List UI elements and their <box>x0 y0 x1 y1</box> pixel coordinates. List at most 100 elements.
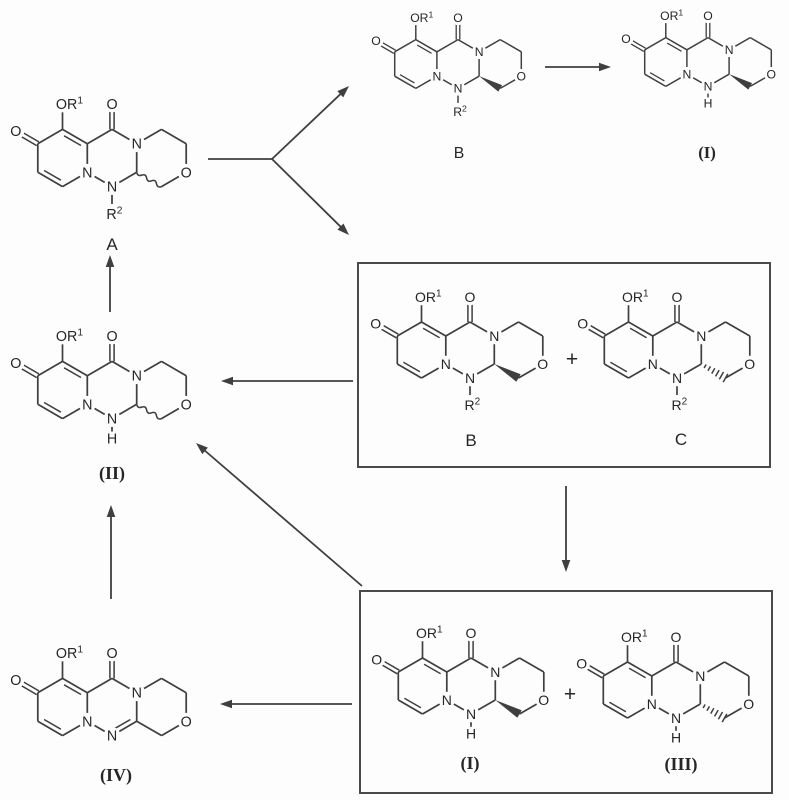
plus-sign-1: + <box>566 348 578 371</box>
atom-label-o: O <box>106 97 117 113</box>
atom-label-o: O <box>744 356 755 372</box>
r2-label: R2 <box>453 103 467 119</box>
atom-label-n: N <box>490 664 500 680</box>
r2-label: R2 <box>106 206 122 224</box>
atom-label-n: N <box>475 45 484 59</box>
atom-label-o: O <box>181 397 192 413</box>
atom-label-n: N <box>82 714 92 730</box>
atom-label-o: O <box>453 11 462 25</box>
stereo-bond-squiggle <box>135 404 162 420</box>
arrowhead-icon <box>599 62 611 72</box>
molecule-label-B-top: B <box>454 145 465 162</box>
atom-label-n: N <box>441 356 451 372</box>
arrow-box1-to-box2 <box>561 486 571 572</box>
atom-label-o: O <box>371 651 382 667</box>
atom-label-n: N <box>454 82 463 96</box>
atom-label-n: N <box>107 729 117 745</box>
atom-label-n: N <box>466 706 476 722</box>
atom-label-o: O <box>577 315 588 331</box>
atom-label-n: N <box>465 370 475 386</box>
molecule-label-III-boxed: (III) <box>664 754 697 775</box>
stereo-bond-wedge <box>494 364 521 382</box>
arrow-box2-to-II <box>196 443 363 587</box>
stereo-bond-squiggle <box>135 172 162 188</box>
atom-label-o: O <box>703 9 712 23</box>
arrowhead-icon <box>221 376 233 386</box>
arrowhead-icon <box>220 699 232 709</box>
product-box-1 <box>357 262 771 468</box>
nh-hydrogen-label: H <box>107 431 117 447</box>
atom-label-o: O <box>466 625 477 641</box>
stereo-bond-wedge <box>479 76 503 92</box>
stereo-bond-hash <box>703 364 729 383</box>
product-box-2 <box>359 590 773 794</box>
or1-label: OR1 <box>416 624 443 641</box>
atom-label-n: N <box>132 137 142 153</box>
atom-label-o: O <box>517 69 526 83</box>
atom-label-o: O <box>767 67 776 81</box>
arrowhead-icon <box>196 443 208 455</box>
atom-label-o: O <box>370 315 381 331</box>
atom-label-o: O <box>621 32 630 46</box>
arrowhead-icon <box>337 86 349 98</box>
atom-label-n: N <box>725 43 734 57</box>
atom-label-n: N <box>672 370 682 386</box>
atom-label-n: N <box>671 710 681 726</box>
molecule-label-I-boxed: (I) <box>461 753 480 774</box>
molecule-label-I-top: (I) <box>698 143 716 162</box>
atom-label-n: N <box>682 67 691 81</box>
or1-label: OR1 <box>621 628 648 645</box>
arrow-box1-to-II <box>221 376 353 386</box>
atom-label-n: N <box>107 180 117 196</box>
arrow-branch-to-box <box>271 158 349 235</box>
atom-label-n: N <box>132 369 142 385</box>
molecule-label-B-boxed: B <box>465 431 476 450</box>
atom-label-n: N <box>82 397 92 413</box>
molecule-label-IV: (IV) <box>100 765 132 786</box>
stereo-bond-wedge <box>729 74 753 90</box>
atom-label-o: O <box>106 329 117 345</box>
atom-label-o: O <box>671 629 682 645</box>
arrow-IV-to-II <box>106 505 116 599</box>
r2-label: R2 <box>672 397 688 414</box>
atom-label-n: N <box>489 328 499 344</box>
atom-label-o: O <box>10 356 21 372</box>
arrow-II-to-A <box>105 255 115 312</box>
stereo-bond-plain <box>136 720 162 737</box>
nh-hydrogen-label: H <box>671 729 681 745</box>
nh-hydrogen-label: H <box>466 725 476 741</box>
atom-label-n: N <box>132 686 142 702</box>
or1-label: OR1 <box>56 327 83 345</box>
atom-label-o: O <box>10 673 21 689</box>
or1-label: OR1 <box>410 9 433 25</box>
molecule-label-C-boxed: C <box>675 430 687 449</box>
atom-label-n: N <box>432 69 441 83</box>
atom-label-o: O <box>181 714 192 730</box>
stereo-bond-wedge <box>495 700 522 718</box>
atom-label-n: N <box>704 80 713 94</box>
arrowhead-icon <box>105 255 115 267</box>
r2-label: R2 <box>465 397 481 414</box>
plus-sign-2: + <box>564 683 576 706</box>
arrowhead-icon <box>337 223 349 235</box>
or1-label: OR1 <box>622 288 649 305</box>
nh-hydrogen-label: H <box>704 97 713 111</box>
atom-label-n: N <box>107 412 117 428</box>
molecule-label-II: (II) <box>99 463 125 484</box>
atom-label-o: O <box>371 34 380 48</box>
arrow-B-to-I <box>545 62 611 72</box>
atom-label-o: O <box>537 356 548 372</box>
arrowhead-icon <box>106 505 116 517</box>
or1-label: OR1 <box>56 644 83 662</box>
atom-label-o: O <box>538 692 549 708</box>
atom-label-n: N <box>647 696 657 712</box>
